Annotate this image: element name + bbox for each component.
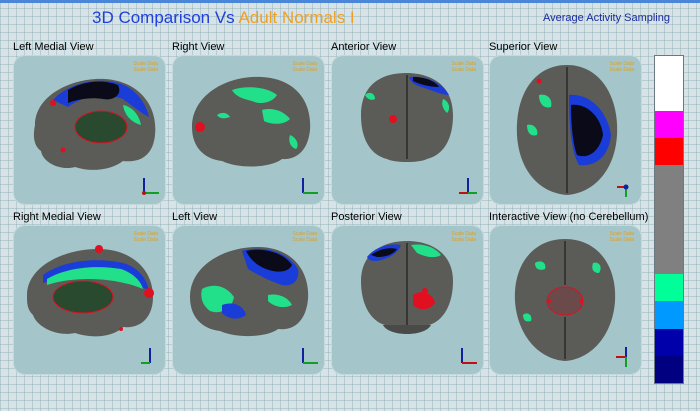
legend-swatch — [655, 56, 683, 84]
legend-swatch — [655, 355, 683, 383]
legend-swatch — [655, 219, 683, 247]
label-left-medial-view: Left Medial View — [13, 41, 94, 53]
label-anterior-view: Anterior View — [331, 41, 397, 53]
legend-swatch — [655, 246, 683, 274]
title-part-2: Adult Normals I — [238, 8, 355, 27]
orientation-axes — [616, 347, 627, 367]
orientation-axes — [302, 178, 318, 194]
legend-swatch — [655, 192, 683, 220]
orientation-axes — [302, 348, 318, 364]
legend-swatch — [655, 137, 683, 165]
legend-swatch — [655, 83, 683, 111]
orientation-axes — [617, 184, 629, 197]
label-interactive-view: Interactive View (no Cerebellum) — [489, 211, 649, 223]
brain-render-superior — [516, 65, 618, 195]
color-scale-legend — [654, 55, 684, 384]
brain-render-left — [190, 247, 309, 337]
brain-render-left-medial — [33, 78, 156, 170]
legend-swatch — [655, 274, 683, 302]
legend-swatch — [655, 165, 683, 193]
label-posterior-view: Posterior View — [331, 211, 402, 223]
label-right-view: Right View — [172, 41, 225, 53]
label-left-view: Left View — [172, 211, 218, 223]
brain-render-right — [192, 76, 311, 167]
orientation-axes — [141, 348, 151, 364]
orientation-axes — [142, 178, 159, 195]
orientation-axes — [461, 348, 477, 364]
page-subtitle: Average Activity Sampling — [543, 12, 670, 24]
page-title: 3D Comparison Vs Adult Normals I — [92, 8, 355, 28]
label-superior-view: Superior View — [489, 41, 558, 53]
label-right-medial-view: Right Medial View — [13, 211, 101, 223]
brain-render-interactive[interactable] — [489, 225, 642, 375]
top-accent-line — [0, 0, 700, 3]
title-part-1: 3D Comparison Vs — [92, 8, 239, 27]
brain-render-posterior — [361, 241, 453, 334]
legend-swatch — [655, 110, 683, 138]
legend-swatch — [655, 301, 683, 329]
brain-render-right-medial — [27, 245, 154, 337]
brain-render-anterior — [361, 73, 453, 162]
legend-swatch — [655, 328, 683, 356]
orientation-axes — [459, 178, 477, 194]
